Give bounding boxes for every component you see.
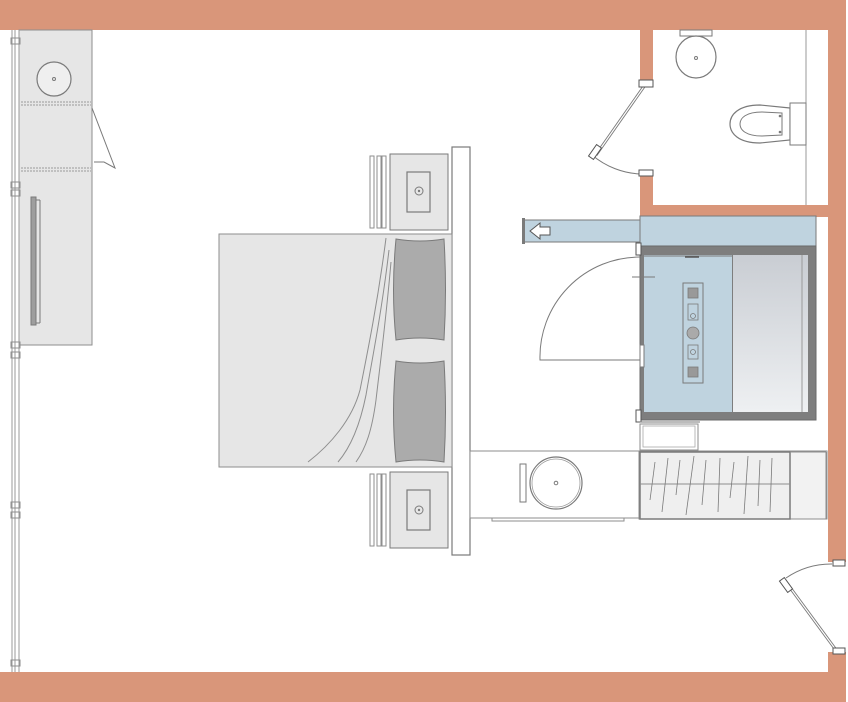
- shower-top-bar: [639, 215, 817, 247]
- shower-door-swing: [539, 256, 641, 361]
- wardrobe-basin-icon: [36, 61, 72, 97]
- sliding-panel: [522, 218, 641, 244]
- shower-head-icon: [687, 287, 699, 299]
- bed: [218, 146, 471, 556]
- vanity: [469, 450, 641, 522]
- shower: [539, 215, 817, 423]
- wall-right-upper: [828, 0, 846, 562]
- left-window: [10, 30, 21, 672]
- duvet-fold-1: [307, 237, 387, 463]
- pillow-upper: [393, 238, 446, 341]
- wall-wc-left-upper: [640, 30, 653, 80]
- lamp-icon: [414, 186, 424, 196]
- wc-door-swing: [591, 154, 642, 175]
- shower-head-icon: [686, 326, 700, 340]
- nightstand-upper: [369, 153, 449, 231]
- bench-storage: [638, 423, 828, 520]
- wardrobe: [18, 29, 116, 346]
- wall-wc-bottom: [640, 205, 828, 217]
- entrance-door-swing: [785, 563, 833, 579]
- wardrobe-door-swing: [91, 107, 116, 170]
- lamp-icon: [414, 505, 424, 515]
- arrow-left-icon: [529, 221, 551, 241]
- wall-right-lower: [828, 652, 846, 702]
- headboard: [451, 146, 471, 556]
- pillow-lower: [393, 360, 446, 463]
- wall-bottom: [0, 672, 846, 702]
- wc-room: [587, 29, 807, 205]
- wall-top: [0, 0, 846, 30]
- nightstand-lower: [369, 471, 449, 549]
- duvet-fold-2: [337, 249, 390, 463]
- shower-mirror: [733, 255, 808, 412]
- duvet-fold-3: [355, 261, 392, 463]
- entrance-door: [778, 559, 846, 655]
- sink-icon: [529, 456, 583, 510]
- wardrobe-rail: [30, 196, 37, 326]
- toilet-icon: [729, 104, 791, 144]
